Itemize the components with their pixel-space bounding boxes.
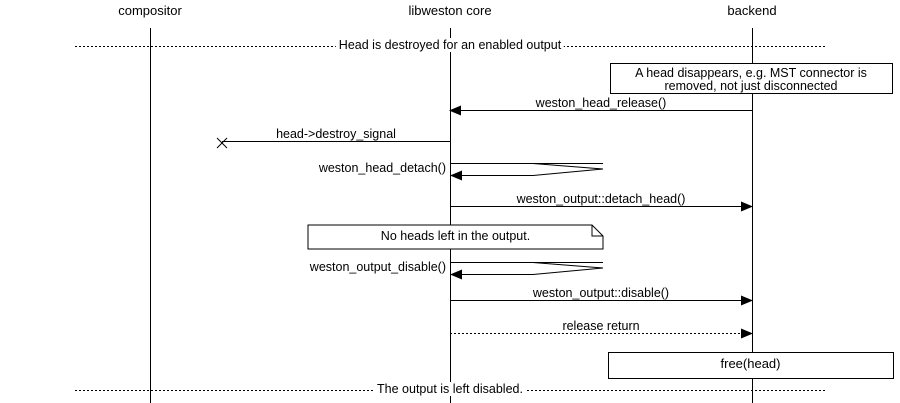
- note-body-note-no-heads: [307, 224, 604, 250]
- dividers-group: [75, 46, 825, 391]
- note-text-note-no-heads-line1: No heads left in the output.: [380, 229, 531, 243]
- actor-label-compositor: compositor: [118, 3, 182, 18]
- messages-group: [216, 105, 753, 339]
- note-body-note-mst: [610, 63, 893, 94]
- note-fold-note-no-heads: [591, 225, 603, 237]
- message-msg-weston-head-detach-label: weston_head_detach(): [318, 161, 446, 175]
- actor-label-libweston-core: libweston core: [408, 3, 492, 18]
- message-msg-release-return-label: release return: [562, 319, 640, 333]
- message-msg-head-destroy-signal-label: head->destroy_signal: [276, 127, 396, 141]
- actor-label-backend: backend: [727, 3, 777, 18]
- box-text-box-free-head: free(head): [720, 356, 781, 371]
- box-body-box-free-head: [608, 352, 894, 379]
- boxes-group: [608, 352, 894, 379]
- message-msg-head-destroy-signal-cross-b: [216, 137, 228, 149]
- message-msg-weston-output-detach-head-label: weston_output::detach_head(): [516, 192, 686, 206]
- message-msg-weston-output-disable-self-label: weston_output_disable(): [309, 260, 446, 274]
- notes-group: [307, 63, 893, 250]
- divider-label-1: The output is left disabled.: [374, 382, 526, 396]
- divider-label-0: Head is destroyed for an enabled output: [335, 38, 565, 52]
- message-msg-weston-head-detach-loop-tip: [532, 163, 604, 176]
- message-msg-weston-head-release-label: weston_head_release(): [535, 96, 667, 110]
- message-msg-weston-output-disable-label: weston_output::disable(): [532, 286, 670, 300]
- note-text-note-mst-line1: A head disappears, e.g. MST connector is: [635, 66, 867, 80]
- message-msg-weston-output-disable-self-loop-tip: [532, 262, 604, 275]
- note-text-note-mst-line2: removed, not just disconnected: [664, 79, 838, 93]
